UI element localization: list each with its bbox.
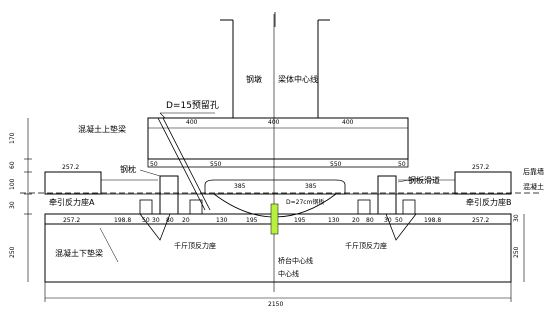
dim-total-text: 2150 <box>268 301 283 308</box>
dim-130b: 130 <box>328 217 340 224</box>
dim-550-left: 550 <box>210 161 222 168</box>
center-girder <box>204 179 346 195</box>
label-pier-center-1: 桥台中心线 <box>278 256 313 265</box>
jack-right-v <box>385 213 417 241</box>
dim-257-top-left: 257.2 <box>62 164 79 171</box>
dim-198-left: 198.8 <box>114 217 131 224</box>
label-concrete-upper: 混凝土上垫梁 <box>78 124 126 134</box>
label-concrete-lower: 混凝土下垫梁 <box>55 248 103 258</box>
dim-20a: 20 <box>182 217 190 224</box>
label-beam-center: 梁体中心线 <box>278 74 318 84</box>
dim-30b: 30 <box>384 217 392 224</box>
dim-50-left: 50 <box>150 161 158 168</box>
pad-right-1 <box>357 199 371 215</box>
dim-400-right: 400 <box>342 119 354 126</box>
reaction-block-left <box>44 171 102 195</box>
dim-198-right: 198.8 <box>424 217 441 224</box>
dim-v100: 100 <box>9 178 16 190</box>
label-gangzhen: 钢枕 <box>120 164 136 174</box>
dim-50-right: 50 <box>398 161 406 168</box>
dim-195b: 195 <box>294 217 306 224</box>
upper-beam-base <box>147 158 409 168</box>
pier-block-left <box>159 175 179 215</box>
label-slide-rail: 钢板滑道 <box>408 175 440 185</box>
dim-v170: 170 <box>9 132 16 144</box>
dim-195a: 195 <box>246 217 258 224</box>
label-back-wall: 后靠墙 <box>523 167 544 176</box>
label-jack-right: 千斤顶反力座 <box>345 241 387 250</box>
dim-80a: 80 <box>166 217 174 224</box>
label-plate: D=27cm钢板 <box>286 198 324 206</box>
dim-50b: 50 <box>395 217 403 224</box>
dim-v30: 30 <box>9 201 16 209</box>
dim-385-left: 385 <box>234 183 246 190</box>
dim-30a: 30 <box>152 217 160 224</box>
jack-left-v <box>139 213 171 241</box>
dim-20b: 20 <box>352 217 360 224</box>
dim-257-bot-left: 257.2 <box>63 217 80 224</box>
dim-257-bot-right: 257.2 <box>472 217 489 224</box>
dim-80b: 80 <box>366 217 374 224</box>
pad-left-1 <box>139 199 153 215</box>
center-marker <box>270 203 279 235</box>
dim-v30-right: 30 <box>513 214 520 222</box>
pad-right-2 <box>402 199 416 215</box>
dim-v60: 60 <box>9 161 16 169</box>
hole-pipe-2 <box>162 117 211 211</box>
hole-pipe-1 <box>157 117 206 211</box>
label-pier-center-2: 中心线 <box>278 269 299 278</box>
dim-130a: 130 <box>216 217 228 224</box>
dim-v250-left: 250 <box>9 246 16 258</box>
label-reaction-b: 牵引反力座B <box>466 197 512 207</box>
dim-400-mid: 400 <box>268 119 280 126</box>
dim-400-left: 400 <box>186 119 198 126</box>
pier-block-right <box>377 175 397 215</box>
label-gangdun: 钢墩 <box>246 74 262 84</box>
label-concrete-side: 混凝土 <box>523 182 544 191</box>
dim-550-right: 550 <box>330 161 342 168</box>
dim-50a: 50 <box>142 217 150 224</box>
label-hole: D=15预留孔 <box>166 99 219 111</box>
dim-385-right: 385 <box>305 183 317 190</box>
label-jack-left: 千斤顶反力座 <box>174 241 216 250</box>
label-reaction-a: 牵引反力座A <box>49 197 95 207</box>
dim-v250-right: 250 <box>513 246 520 258</box>
pad-left-2 <box>189 199 203 215</box>
reaction-block-right <box>454 171 512 195</box>
dim-257-top-right: 257.2 <box>472 164 489 171</box>
